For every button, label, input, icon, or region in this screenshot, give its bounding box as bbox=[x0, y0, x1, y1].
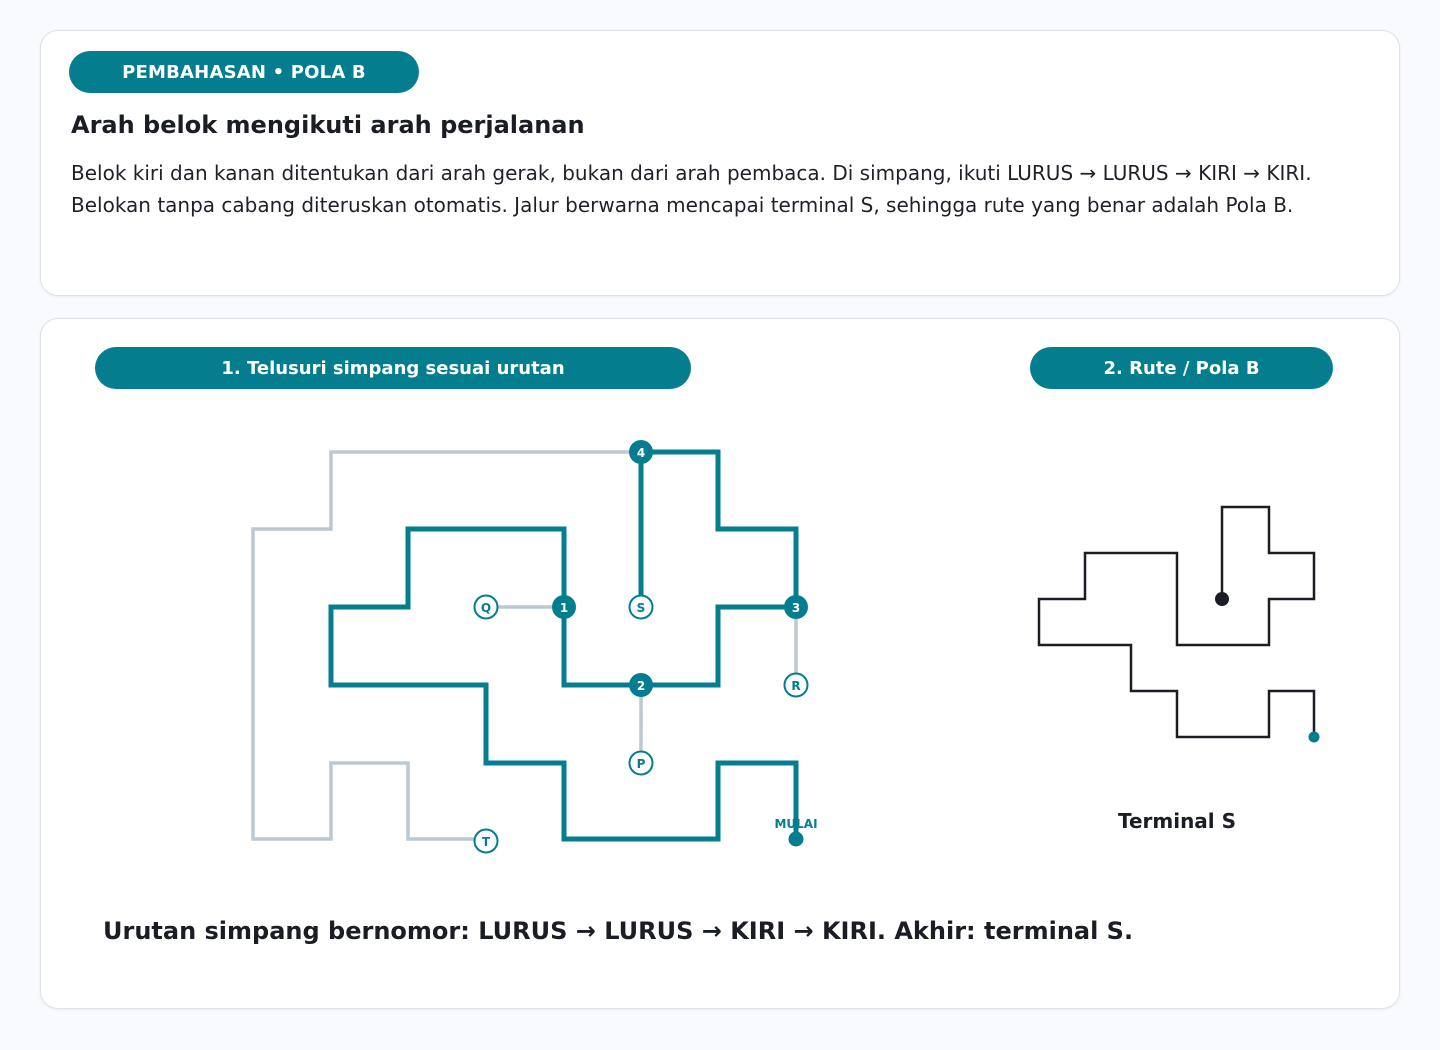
terminal-s-label: S bbox=[637, 601, 646, 615]
terminal-t-label: T bbox=[482, 835, 491, 849]
terminal-r: R bbox=[783, 672, 809, 698]
junction-1-label: 1 bbox=[560, 601, 568, 615]
summary-text: Urutan simpang bernomor: LURUS → LURUS →… bbox=[103, 917, 1134, 945]
junction-4: 4 bbox=[629, 440, 653, 464]
terminal-r-label: R bbox=[791, 679, 800, 693]
start-label: MULAI bbox=[774, 817, 817, 831]
terminal-p-label: P bbox=[637, 757, 646, 771]
route-start-dot bbox=[1308, 731, 1320, 743]
step-2-label: 2. Rute / Pola B bbox=[1030, 347, 1333, 389]
terminal-t: T bbox=[473, 828, 499, 854]
maze-diagram: MULAI 1 2 3 4 Q bbox=[251, 440, 1320, 854]
diagram-card: 1. Telusuri simpang sesuai urutan 2. Rut… bbox=[40, 318, 1400, 1009]
terminal-s: S bbox=[628, 594, 654, 620]
explanation-card: PEMBAHASAN • POLA B Arah belok mengikuti… bbox=[40, 30, 1400, 296]
inactive-path-outer bbox=[251, 450, 641, 841]
inactive-paths bbox=[251, 450, 798, 841]
terminal-p: P bbox=[628, 750, 654, 776]
junction-2-label: 2 bbox=[637, 679, 645, 693]
terminal-q: Q bbox=[473, 594, 499, 620]
route-caption: Terminal S bbox=[1118, 809, 1236, 833]
terminal-q-label: Q bbox=[481, 601, 491, 615]
pattern-tag: PEMBAHASAN • POLA B bbox=[69, 51, 419, 93]
active-route bbox=[328, 449, 799, 842]
route-pattern-b bbox=[1037, 505, 1316, 739]
junction-1: 1 bbox=[552, 595, 576, 619]
start-dot bbox=[788, 831, 804, 847]
junction-3-label: 3 bbox=[792, 601, 800, 615]
junction-3: 3 bbox=[784, 595, 808, 619]
explanation-text: Belok kiri dan kanan ditentukan dari ara… bbox=[71, 161, 1312, 217]
active-paths bbox=[328, 449, 799, 842]
junction-2: 2 bbox=[629, 673, 653, 697]
step-1-label: 1. Telusuri simpang sesuai urutan bbox=[95, 347, 691, 389]
route-end-dot bbox=[1215, 592, 1229, 606]
explanation-title: Arah belok mengikuti arah perjalanan bbox=[71, 111, 585, 139]
junction-4-label: 4 bbox=[637, 446, 645, 460]
